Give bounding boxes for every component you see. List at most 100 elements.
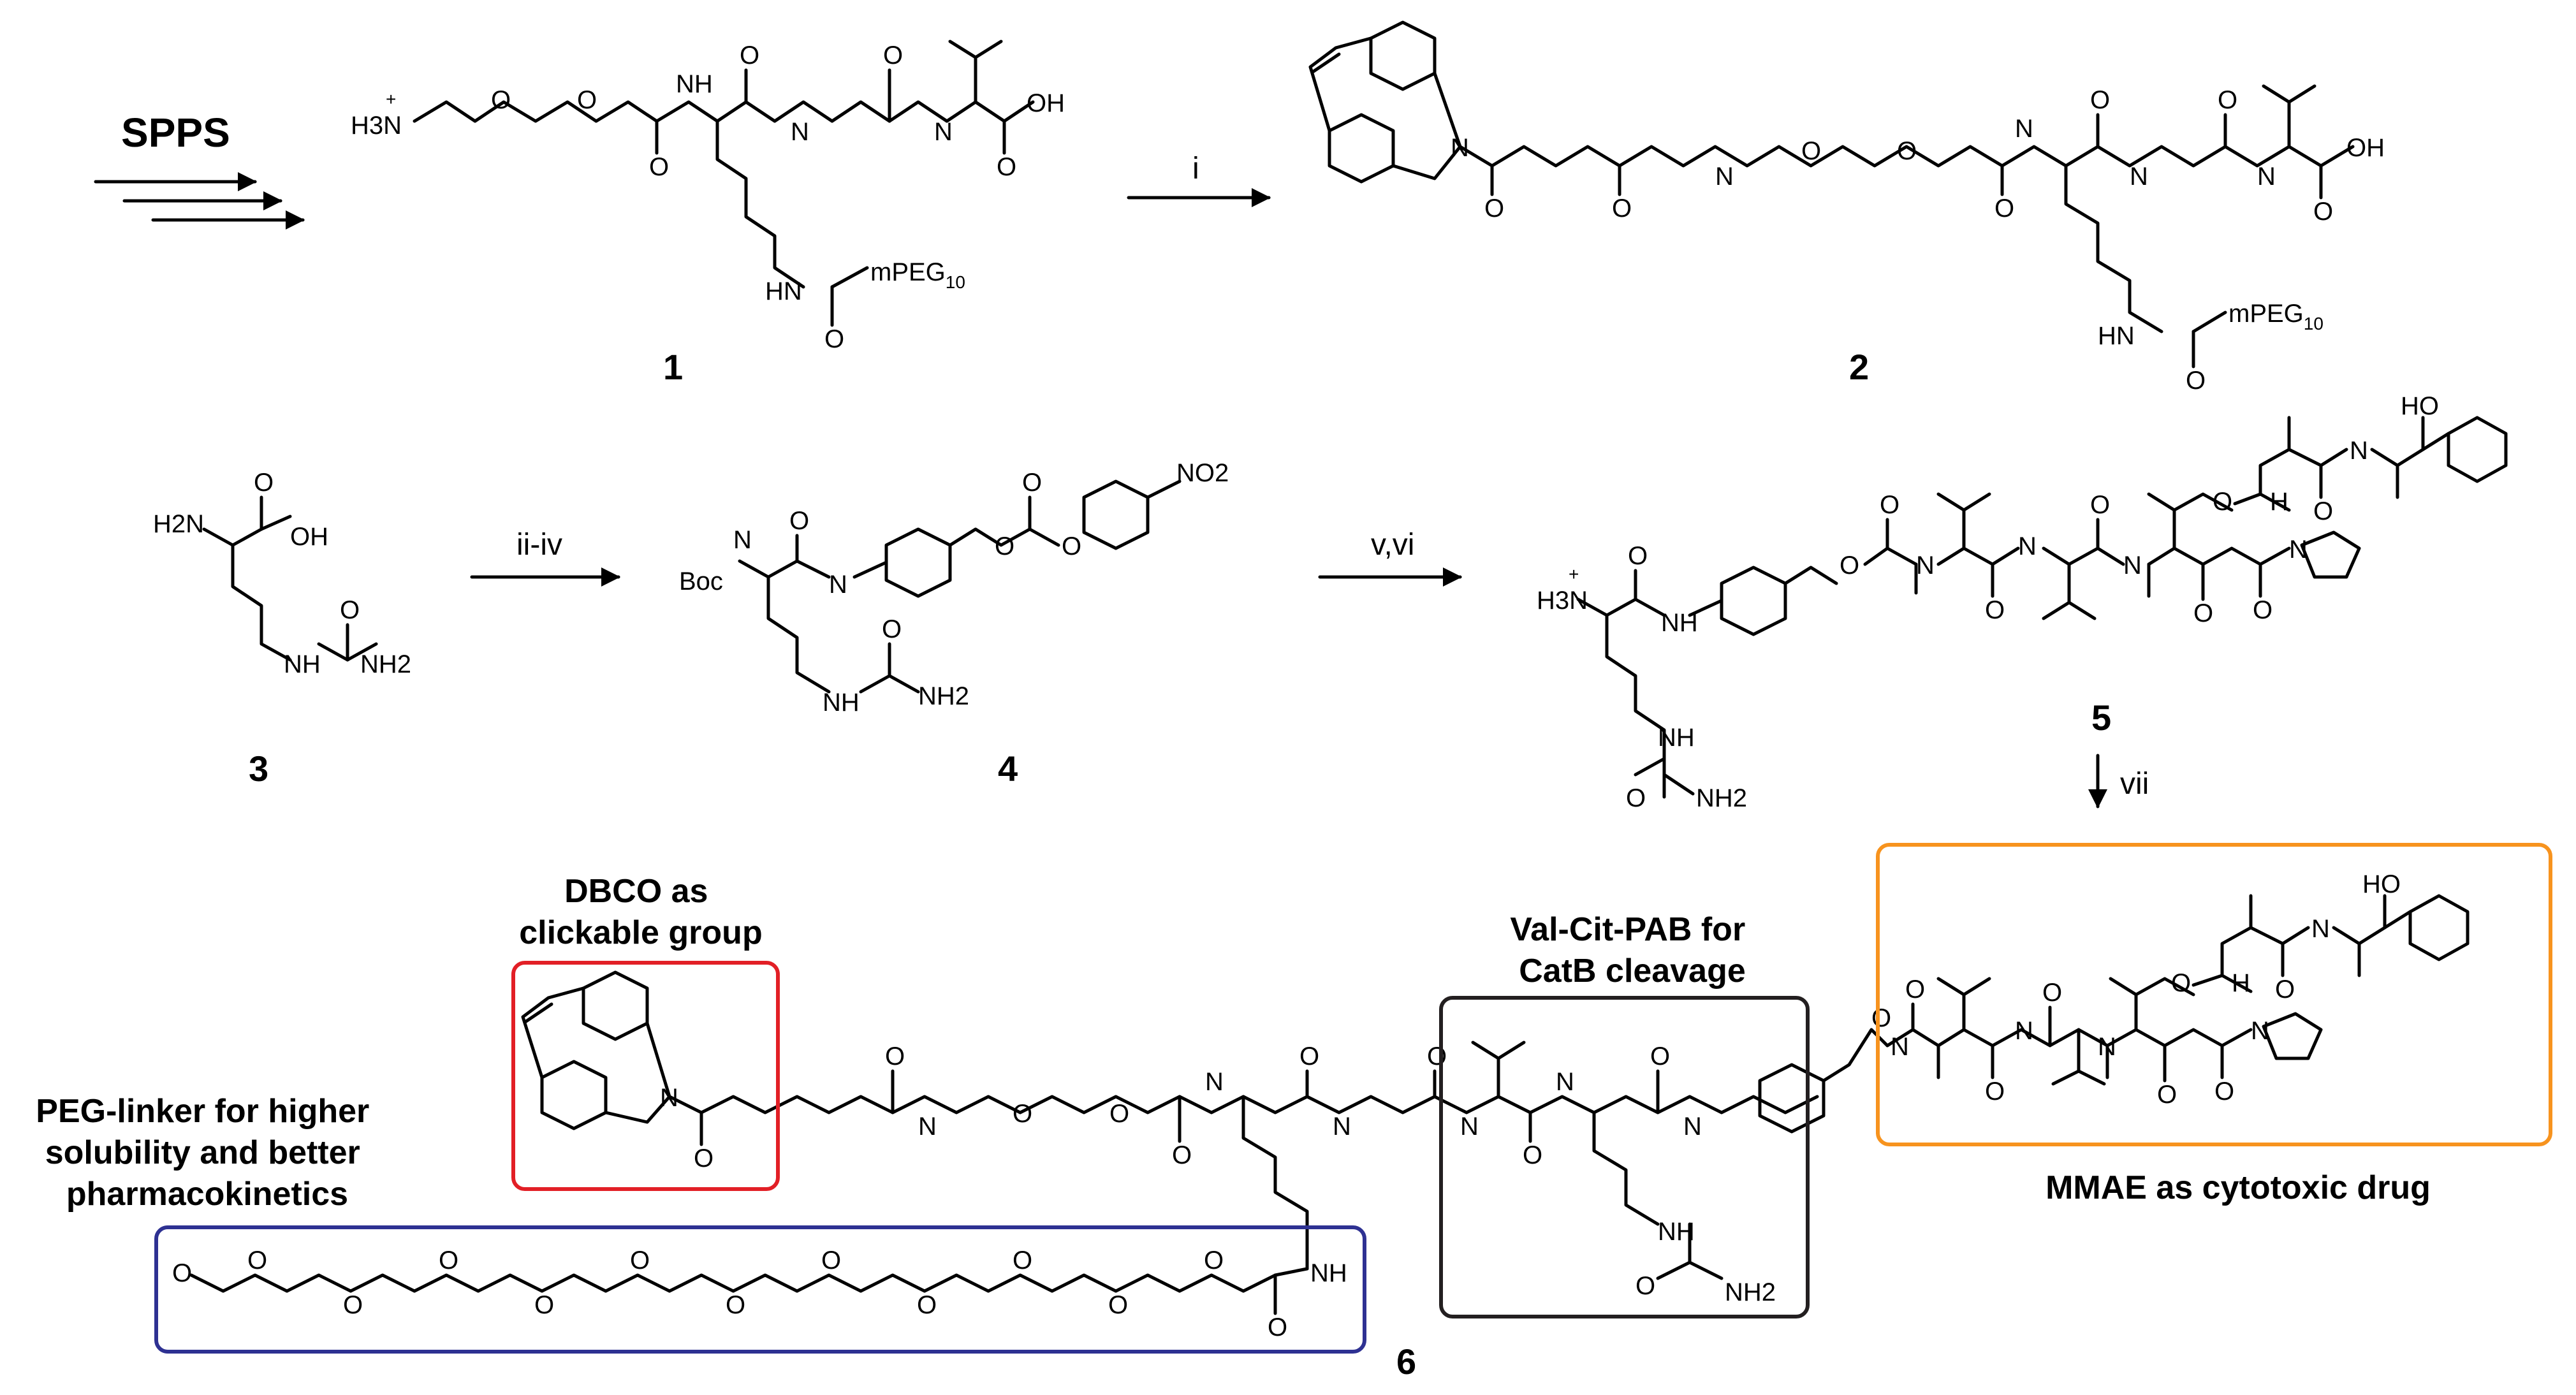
compound-4-nh-anilide: N — [829, 571, 847, 599]
compound-6-ho: HO — [2362, 870, 2401, 898]
compound-6-o-urea: O — [1636, 1272, 1655, 1300]
compound-4-o-phenoxy: O — [1062, 532, 1081, 560]
compound-3-number: 3 — [249, 749, 268, 789]
peg-o-1: O — [247, 1246, 267, 1274]
step-vii-label: vii — [2120, 767, 2149, 801]
compound-5-nh2: NH2 — [1696, 784, 1747, 812]
compound-4-boc: Boc — [679, 567, 723, 595]
compound-6-nh-lys: NH — [1310, 1259, 1347, 1287]
peg-o-7: O — [821, 1246, 841, 1274]
compound-4-nh-boc: N — [733, 526, 752, 554]
compound-2-o-2: O — [1612, 194, 1632, 223]
compound-6-o-2: O — [1172, 1141, 1192, 1169]
compound-5-nh-urea: NH — [1658, 724, 1695, 752]
compound-1-o-carbonyl-2: O — [740, 41, 759, 69]
compound-3-nh: NH — [284, 650, 321, 678]
compound-6-o-3: O — [1299, 1042, 1319, 1070]
mmae-highlight-box — [1876, 843, 2552, 1146]
compound-6-o-4: O — [1427, 1042, 1447, 1070]
compound-2-oh: OH — [2346, 134, 2385, 162]
peg-o-10: O — [1108, 1291, 1128, 1319]
compound-2-hn-lys: HN — [2098, 322, 2135, 350]
annotation-dbco: DBCO as clickable group — [519, 873, 762, 951]
compound-3-nh2: NH2 — [360, 650, 411, 678]
peg-o-6: O — [726, 1291, 745, 1319]
compound-6-number: 6 — [1396, 1341, 1416, 1382]
compound-5-o-carbamate: O — [1880, 491, 1899, 519]
compound-6-o-dbco: O — [694, 1144, 714, 1172]
compound-2-nh-2: N — [2015, 115, 2033, 143]
compound-6-o-ester: O — [1871, 1004, 1891, 1032]
compound-1-number: 1 — [663, 347, 683, 387]
compound-3-o-acid: O — [254, 469, 274, 497]
compound-6-n-me-1: N — [1891, 1033, 1909, 1061]
peg-o-4: O — [534, 1291, 554, 1319]
compound-4-o-ester: O — [995, 532, 1014, 560]
compound-6-n-pyrrolidine: N — [2251, 1017, 2269, 1045]
peg-o-11: O — [1204, 1246, 1224, 1274]
annotation-valcit: Val-Cit-PAB for CatB cleavage — [1510, 911, 1754, 990]
compound-2-o-4: O — [2090, 86, 2110, 114]
compound-6-o-methoxy-2: O — [2171, 969, 2191, 997]
compound-6-n-dbco: N — [660, 1084, 678, 1112]
compound-1-o-ether-1: O — [491, 86, 511, 114]
valcit-highlight-box — [1439, 996, 1810, 1318]
compound-2-nh-4: N — [2257, 163, 2276, 191]
step-i-label: i — [1192, 152, 1199, 186]
compound-3-structure — [202, 495, 378, 662]
peg-o-3: O — [439, 1246, 458, 1274]
compound-6-o-ether-1: O — [1013, 1100, 1032, 1128]
compound-5-n-me-1: N — [1916, 551, 1935, 580]
compound-1-nh-1: NH — [676, 70, 713, 98]
compound-4-number: 4 — [998, 749, 1018, 789]
compound-6-h: H — [2232, 969, 2250, 997]
compound-1-o-ether-2: O — [577, 86, 597, 114]
compound-6-nh-5: N — [1556, 1068, 1574, 1096]
compound-4-no2: NO2 — [1176, 459, 1229, 487]
compound-5-o-methoxy: O — [2193, 599, 2213, 627]
compound-4-nh2: NH2 — [918, 682, 969, 710]
compound-5-o-5: O — [2313, 497, 2333, 525]
compound-6-nh-2: N — [1205, 1068, 1224, 1096]
compound-6-nh-3: N — [1333, 1113, 1351, 1141]
compound-5-charge: + — [1569, 564, 1579, 584]
compound-6-o-1: O — [885, 1042, 905, 1070]
compound-6-nh-1: N — [918, 1113, 937, 1141]
compound-5-o-1: O — [1628, 542, 1648, 570]
compound-2-o-ether-2: O — [1897, 137, 1917, 165]
peg-o-5: O — [630, 1246, 650, 1274]
spps-triple-arrow — [94, 172, 305, 230]
compound-1-oh: OH — [1027, 89, 1065, 117]
compound-4-o-carbonate: O — [1022, 469, 1042, 497]
compound-5-o-ester: O — [1840, 551, 1859, 580]
compound-6-nh-7: N — [2015, 1017, 2033, 1045]
compound-6-o-6: O — [1650, 1042, 1670, 1070]
compound-5-n-pyrrolidine: N — [2289, 536, 2308, 564]
compound-6-o-ether-2: O — [1109, 1100, 1129, 1128]
compound-6-o-8: O — [2042, 979, 2062, 1007]
compound-3-oh: OH — [290, 523, 328, 551]
compound-2-o-3: O — [1994, 194, 2014, 223]
compound-5-ho: HO — [2401, 392, 2439, 420]
compound-2-nh-1: N — [1715, 163, 1734, 191]
compound-5-o-methoxy-2: O — [2213, 488, 2232, 516]
annotation-peg: PEG-linker for higher solubility and bet… — [36, 1093, 378, 1213]
compound-5-nh-1: NH — [1661, 609, 1698, 637]
compound-1-nh-3: N — [934, 118, 953, 146]
compound-2-o-acid: O — [2313, 198, 2333, 226]
compound-6-o-10: O — [2275, 975, 2295, 1004]
peg-highlight-box — [154, 1225, 1366, 1354]
compound-6-o-7: O — [1985, 1077, 2005, 1106]
compound-2-o-1: O — [1484, 194, 1504, 223]
compound-1-h3n: H3N — [351, 112, 402, 140]
compound-6-nh-urea: NH — [1658, 1218, 1695, 1246]
compound-4-nh-urea: NH — [823, 689, 860, 717]
compound-6-nh-8: N — [2311, 915, 2330, 943]
compound-1-hn-lys: HN — [765, 277, 802, 305]
compound-5-o-2: O — [1985, 596, 2005, 624]
step-v-vi-label: v,vi — [1371, 528, 1414, 562]
compound-5-number: 5 — [2091, 698, 2111, 738]
compound-6-n-me-2: N — [2098, 1033, 2116, 1061]
compound-1-o-carbonyl-1: O — [649, 153, 669, 181]
compound-1-structure — [413, 40, 1035, 327]
